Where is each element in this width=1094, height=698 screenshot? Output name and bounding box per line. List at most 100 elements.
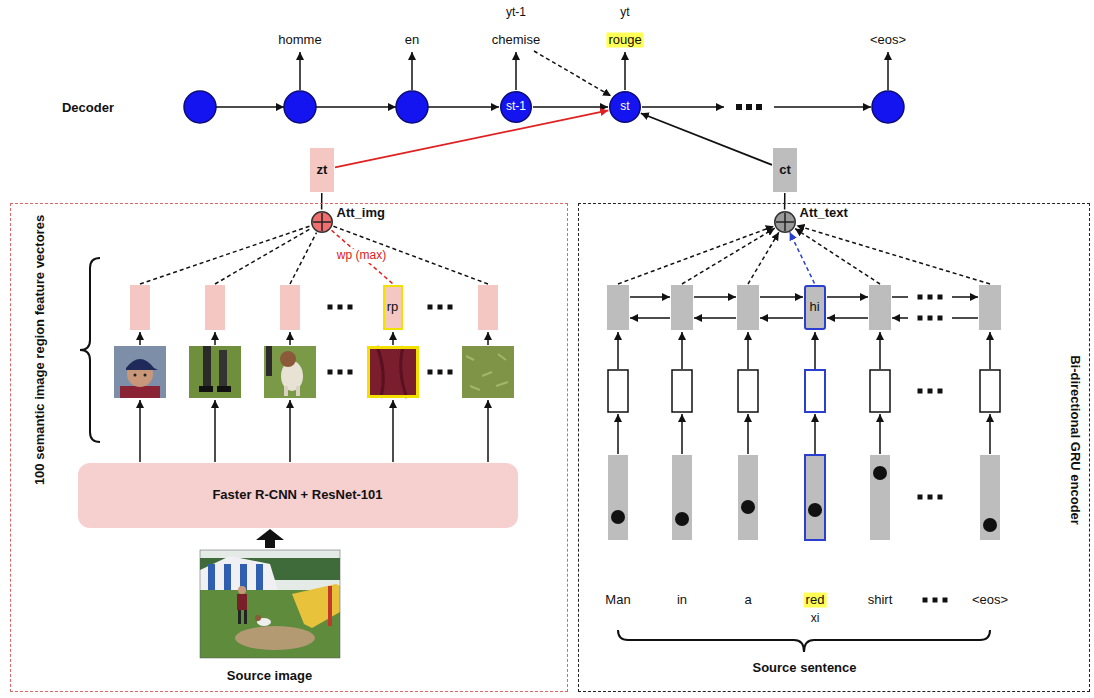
- detector-arrow: [392, 400, 394, 462]
- connector: [790, 232, 815, 283]
- attention-line: [748, 232, 779, 284]
- region-arrow: [214, 332, 216, 345]
- forward-arrow: [952, 296, 978, 298]
- region-feature-vector: [130, 285, 150, 330]
- forward-arrow: [630, 296, 670, 298]
- node-outline: [774, 211, 796, 233]
- shoe: [217, 386, 231, 392]
- shirt-fold: [377, 346, 407, 398]
- detector-arrow: [214, 400, 216, 462]
- node-label: Faster R-CNN + ResNet-101: [212, 488, 382, 503]
- region-arrow: [392, 332, 394, 345]
- person-head: [238, 586, 246, 594]
- embedding-arrow: [747, 332, 749, 369]
- dog-leg: [296, 386, 300, 396]
- connector: [784, 193, 786, 210]
- selected-region-vector: rp: [383, 285, 403, 330]
- node-label: st: [620, 100, 629, 114]
- one-hot-vector: [980, 455, 1000, 540]
- ellipsis-dot: [328, 305, 333, 310]
- one-hot-dot: [873, 466, 887, 480]
- image-encoder-region: Att_imgrpFaster R-CNN + ResNet-101100 se…: [10, 203, 568, 692]
- node-label: ct: [779, 163, 791, 178]
- connector: [331, 229, 393, 283]
- connector: [641, 113, 772, 165]
- output-arrow: [299, 52, 301, 90]
- backward-arrow: [630, 317, 670, 319]
- ellipsis-dot: [928, 495, 933, 500]
- word-embedding: [980, 370, 1000, 412]
- ellipsis-dot: [736, 104, 742, 110]
- one-hot-dot: [983, 518, 997, 532]
- crop-background: [462, 346, 514, 398]
- ellipsis-dot: [943, 598, 948, 603]
- person-leg: [266, 346, 272, 376]
- gru-hidden-state: [671, 285, 693, 330]
- embedding-arrow: [814, 332, 816, 369]
- input-arrow: [879, 414, 881, 454]
- gru-hidden-state: [737, 285, 759, 330]
- source-word: a: [744, 593, 751, 608]
- region-arrow: [139, 332, 141, 345]
- connector: [533, 106, 608, 108]
- word-embedding: [672, 370, 692, 412]
- embedding-arrow: [617, 332, 619, 369]
- ellipsis-dot: [938, 389, 943, 394]
- ellipsis-dot: [328, 370, 333, 375]
- ellipsis-dot: [428, 370, 433, 375]
- node-shape: [774, 211, 795, 232]
- backward-arrow: [694, 317, 736, 319]
- word-embedding: [738, 370, 758, 412]
- output-arrow: [411, 52, 413, 90]
- node-shape: [311, 211, 332, 232]
- region-arrow: [487, 332, 489, 345]
- attention-line: [796, 225, 990, 284]
- detector-box: Faster R-CNN + ResNet-101: [78, 463, 518, 528]
- node-label: Att_img: [337, 206, 385, 221]
- source-word: shirt: [868, 593, 893, 608]
- ellipsis-dot: [438, 305, 443, 310]
- person-leg: [238, 610, 241, 624]
- shoe: [199, 386, 213, 392]
- shirt: [120, 386, 160, 398]
- ellipsis-dot: [918, 316, 923, 321]
- sum-symbol: [313, 213, 331, 231]
- ellipsis-dot: [348, 370, 353, 375]
- ellipsis-dot: [338, 370, 343, 375]
- grass-texture: [466, 354, 508, 390]
- decoder-arrow: [316, 106, 396, 108]
- slide: [292, 584, 340, 628]
- crop-background: [114, 346, 166, 398]
- one-hot-vector: [738, 455, 758, 540]
- node-shape: [501, 92, 532, 123]
- region-crop: [114, 346, 166, 398]
- image-context-vector: zt: [310, 148, 334, 192]
- decoder-arrow: [642, 106, 724, 108]
- output-arrow: [887, 52, 889, 90]
- dog-head: [255, 615, 261, 621]
- source-word: Man: [605, 593, 630, 608]
- dog-leg: [284, 386, 288, 396]
- tent-stripe: [256, 564, 263, 590]
- dog-head: [280, 351, 296, 367]
- ellipsis-dot: [918, 295, 923, 300]
- region-crop: [189, 346, 241, 398]
- person-leg: [244, 610, 247, 624]
- region-feature-vector: [205, 285, 225, 330]
- attention-line: [618, 226, 774, 284]
- decoder-state: st: [609, 91, 641, 123]
- ellipsis-dot: [448, 370, 453, 375]
- crop-background: [189, 346, 241, 398]
- feedback-arrow: [534, 51, 611, 96]
- region-feature-vector: [280, 285, 300, 330]
- input-arrow: [256, 529, 284, 548]
- attention-line: [795, 229, 880, 284]
- node-label: Source sentence: [752, 660, 856, 675]
- input-arrow: [747, 414, 749, 454]
- connector: [335, 110, 608, 167]
- embedding-arrow: [989, 332, 991, 369]
- embedding-arrow: [681, 332, 683, 369]
- decoder-arrow: [774, 106, 871, 108]
- output-word: <eos>: [870, 33, 906, 48]
